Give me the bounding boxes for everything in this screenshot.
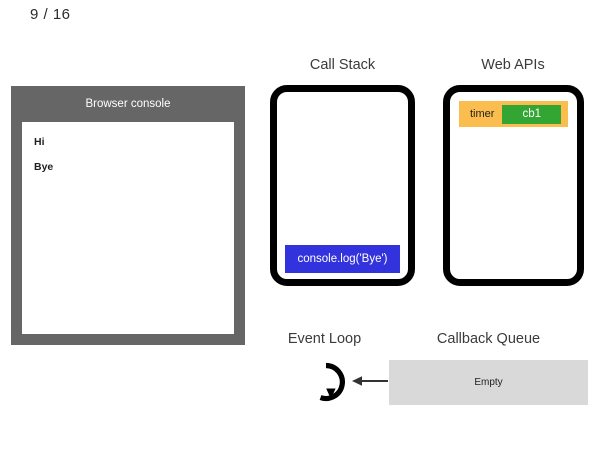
call-stack-title: Call Stack — [309, 57, 376, 73]
browser-console-output: Hi Bye — [22, 122, 234, 334]
callback-queue-panel: Empty — [389, 360, 588, 405]
call-stack-panel: console.log('Bye') — [270, 85, 415, 286]
web-api-entry-name: timer — [470, 108, 495, 120]
event-loop-title: Event Loop — [287, 331, 362, 347]
web-apis-title: Web APIs — [481, 57, 545, 73]
browser-console-window: Browser console Hi Bye — [11, 86, 245, 345]
callback-queue-status: Empty — [474, 377, 503, 388]
browser-console-title: Browser console — [85, 98, 171, 110]
slide-counter: 9 / 16 — [30, 6, 71, 23]
console-log-line: Bye — [34, 161, 54, 173]
web-api-entry-row: timer cb1 — [459, 101, 568, 127]
web-apis-panel: timer cb1 — [443, 85, 584, 286]
left-arrow-icon — [352, 372, 388, 390]
callback-queue-title: Callback Queue — [436, 331, 541, 347]
circular-arrow-icon — [302, 358, 350, 406]
console-log-line: Hi — [34, 136, 45, 148]
call-stack-frame: console.log('Bye') — [285, 245, 400, 273]
web-api-callback-chip: cb1 — [502, 104, 561, 124]
